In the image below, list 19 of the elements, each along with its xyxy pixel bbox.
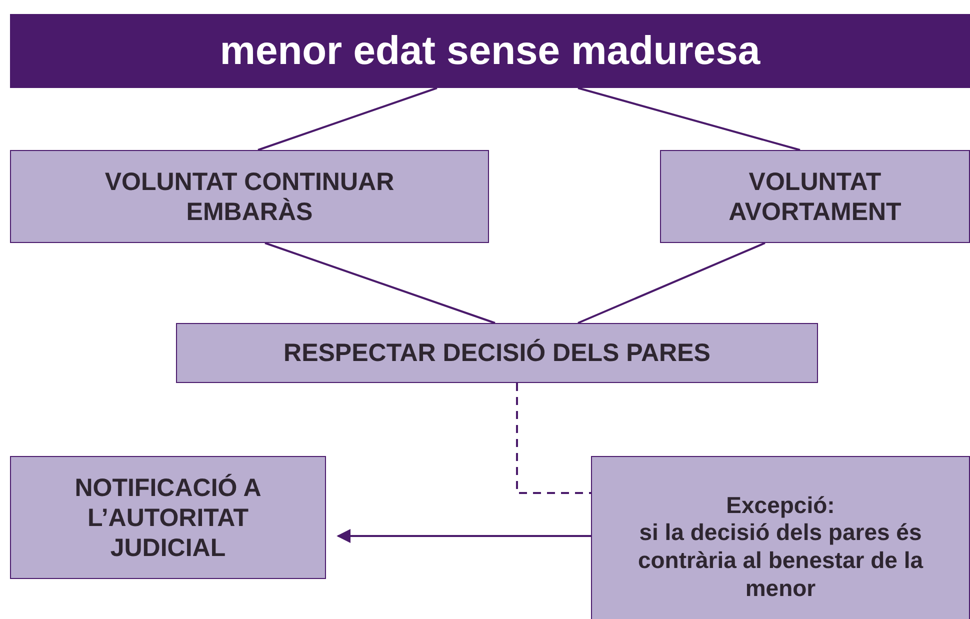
title-text: menor edat sense maduresa [218, 28, 762, 74]
process-box [10, 150, 489, 243]
box-label: VOLUNTAT CONTINUAR EMBARÀS [104, 166, 396, 226]
connector-line [258, 87, 438, 151]
title-band [10, 14, 970, 88]
process-box [660, 150, 970, 243]
connector-line [578, 242, 766, 324]
box-label: VOLUNTAT AVORTAMENT [728, 166, 902, 226]
box-label: si la decisió dels pares és contrària al benestar de la menor [636, 519, 924, 602]
note-heading: Excepció: [725, 492, 836, 520]
connector-line [516, 383, 591, 494]
connector-line [264, 242, 496, 324]
box-label: RESPECTAR DECISIÓ DELS PARES [282, 338, 712, 368]
box-label: NOTIFICACIÓ A L’AUTORITAT JUDICIAL [74, 472, 262, 562]
process-box [10, 456, 326, 579]
connector-line [578, 87, 800, 151]
note-box [591, 456, 970, 619]
process-box [176, 323, 818, 383]
arrow [336, 529, 591, 543]
